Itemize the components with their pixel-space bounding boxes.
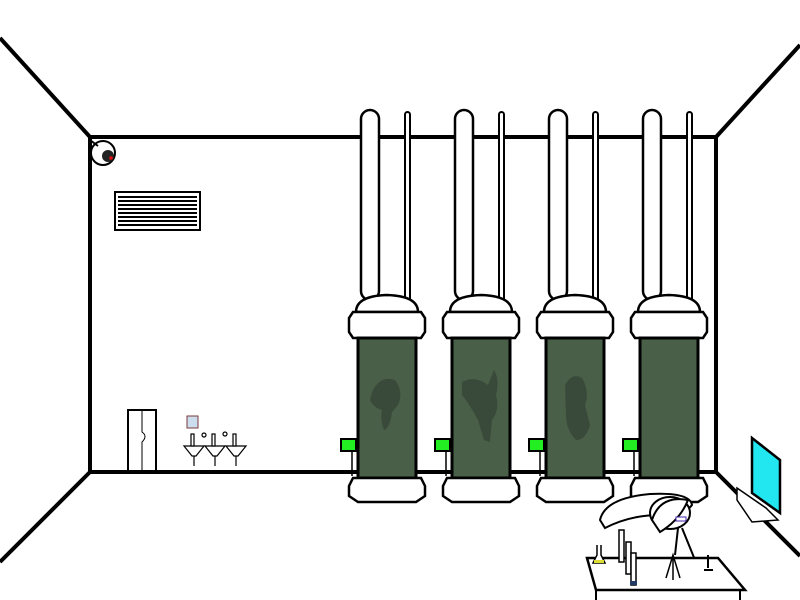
test-tube bbox=[618, 529, 625, 563]
tank-top-cap bbox=[542, 293, 608, 314]
tank-base bbox=[535, 476, 615, 504]
floor-edge-left bbox=[0, 470, 92, 564]
tank-top-ring bbox=[535, 310, 615, 340]
tank-top-cap bbox=[354, 293, 420, 314]
tank-control-panel bbox=[528, 438, 545, 452]
mirror bbox=[186, 415, 199, 429]
keyboard bbox=[736, 486, 780, 523]
tank-top-cap bbox=[636, 293, 702, 314]
tank-control-panel bbox=[434, 438, 451, 452]
tank-control-panel bbox=[622, 438, 639, 452]
test-tube bbox=[630, 552, 637, 586]
specimen-tank[interactable] bbox=[622, 108, 709, 504]
specimen-silhouette bbox=[565, 376, 590, 440]
tank-top-ring bbox=[441, 310, 521, 340]
specimen-silhouette bbox=[370, 378, 401, 430]
tank-fluid bbox=[638, 336, 700, 480]
tank-base bbox=[441, 476, 521, 504]
scientist-character[interactable] bbox=[598, 492, 696, 561]
tank-top-cap bbox=[448, 293, 514, 314]
specimen-tank[interactable] bbox=[340, 108, 427, 504]
monitor-screen bbox=[750, 435, 782, 516]
air-vent[interactable] bbox=[114, 191, 201, 231]
specimen-tank[interactable] bbox=[434, 108, 521, 504]
computer-terminal[interactable] bbox=[736, 435, 782, 523]
ceiling-edge-left bbox=[0, 36, 92, 139]
specimen-silhouette bbox=[462, 370, 498, 442]
pipe-large bbox=[547, 108, 569, 302]
flask[interactable] bbox=[591, 545, 607, 564]
beaker bbox=[704, 555, 713, 571]
pipe-large bbox=[453, 108, 475, 302]
tank-control-panel bbox=[340, 438, 357, 452]
pipe-large bbox=[641, 108, 663, 302]
sink[interactable] bbox=[182, 433, 206, 466]
tank-top-ring bbox=[347, 310, 427, 340]
security-camera[interactable] bbox=[89, 139, 116, 166]
tank-top-ring bbox=[629, 310, 709, 340]
pipe-large bbox=[359, 108, 381, 302]
pipe-small bbox=[404, 111, 411, 303]
pipe-small bbox=[686, 111, 693, 303]
sink[interactable] bbox=[222, 431, 248, 466]
tripod-stand bbox=[665, 552, 681, 580]
pipe-small bbox=[592, 111, 599, 303]
camera-light-icon bbox=[109, 156, 113, 160]
tank-base bbox=[347, 476, 427, 504]
ceiling-edge-right bbox=[714, 43, 800, 139]
lab-table bbox=[585, 529, 748, 600]
sinks bbox=[182, 415, 248, 466]
door[interactable] bbox=[127, 409, 157, 472]
pipe-small bbox=[498, 111, 505, 303]
ear-right bbox=[650, 498, 690, 534]
sink[interactable] bbox=[201, 432, 227, 466]
specimen-tank[interactable] bbox=[528, 108, 615, 504]
